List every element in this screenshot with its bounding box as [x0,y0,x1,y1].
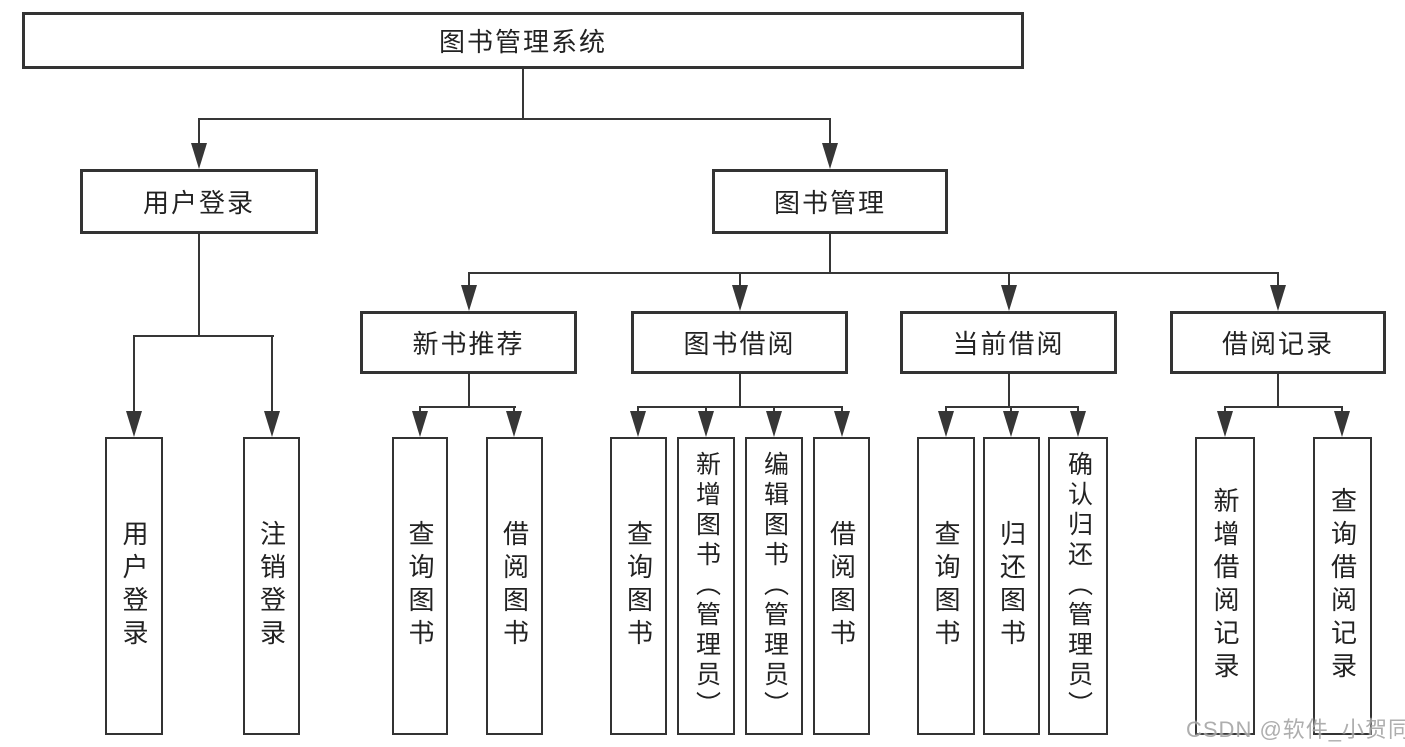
node-user-login: 用户登录 [80,169,318,234]
connector-line [705,406,707,414]
connector-line [468,374,470,408]
arrow-down-icon [461,285,477,311]
arrow-down-icon [1217,411,1233,437]
connector-line [1341,406,1343,414]
arrow-down-icon [1334,411,1350,437]
connector-line [945,406,1079,408]
connector-line [1010,406,1012,414]
connector-line [739,374,741,408]
arrow-down-icon [1003,411,1019,437]
node-book-borrowing: 图书借阅 [631,311,848,374]
connector-line [198,118,200,145]
connector-line [133,335,135,413]
connector-line [773,406,775,414]
connector-line [1224,406,1343,408]
node-borrowing-records: 借阅记录 [1170,311,1386,374]
connector-line [271,335,273,413]
leaf-query-books-borrowing: 查询图书 [610,437,667,735]
node-label: 编辑图书（管理员） [760,451,789,721]
node-label: 查询图书 [623,520,654,652]
connector-line [829,234,831,274]
node-label: 图书管理 [773,188,886,218]
connector-line [468,272,1279,274]
node-label: 新增借阅记录 [1210,487,1240,685]
connector-line [637,406,843,408]
leaf-confirm-return-admin: 确认归还（管理员） [1048,437,1108,735]
node-label: 确认归还（管理员） [1064,451,1093,721]
connector-line [739,272,741,287]
arrow-down-icon [698,411,714,437]
node-label: 新书推荐 [412,329,525,359]
connector-line [1077,406,1079,414]
connector-line [198,234,200,337]
connector-line [1008,272,1010,287]
connector-line [513,406,515,414]
arrow-down-icon [732,285,748,311]
leaf-query-books-recommend: 查询图书 [392,437,448,735]
node-label: 借阅记录 [1221,329,1334,359]
node-label: 查询图书 [931,520,961,652]
node-label: 用户登录 [142,188,255,218]
connector-line [419,406,516,408]
leaf-query-borrow-record: 查询借阅记录 [1313,437,1372,735]
leaf-add-books-admin: 新增图书（管理员） [677,437,735,735]
connector-line [945,406,947,414]
arrow-down-icon [412,411,428,437]
leaf-borrow-books: 借阅图书 [813,437,870,735]
arrow-down-icon [1270,285,1286,311]
arrow-down-icon [834,411,850,437]
connector-line [1008,374,1010,408]
node-label: 查询借阅记录 [1327,487,1358,685]
node-current-borrowing: 当前借阅 [900,311,1117,374]
leaf-edit-books-admin: 编辑图书（管理员） [745,437,803,735]
node-label: 借阅图书 [499,520,530,652]
node-label: 借阅图书 [826,520,857,652]
connector-line [1277,374,1279,408]
connector-line [1277,272,1279,287]
leaf-borrow-books-recommend: 借阅图书 [486,437,543,735]
arrow-down-icon [191,143,207,169]
node-label: 当前借阅 [952,329,1065,359]
node-label: 注销登录 [256,520,287,652]
arrow-down-icon [1070,411,1086,437]
arrow-down-icon [1001,285,1017,311]
node-label: 用户登录 [119,520,149,652]
node-label: 图书借阅 [683,329,796,359]
node-new-book-recommendation: 新书推荐 [360,311,577,374]
connector-line [522,69,524,118]
connector-line [468,272,470,287]
connector-line [133,335,274,337]
node-label: 图书管理系统 [438,27,607,57]
arrow-down-icon [126,411,142,437]
connector-line [419,406,421,414]
node-label: 新增图书（管理员） [692,451,721,721]
connector-line [829,118,831,145]
connector-line [1224,406,1226,414]
leaf-user-login: 用户登录 [105,437,163,735]
watermark: CSDN @软件_小贺同学 [1186,717,1405,742]
connector-line [198,118,831,120]
arrow-down-icon [766,411,782,437]
arrow-down-icon [822,143,838,169]
leaf-add-borrow-record: 新增借阅记录 [1195,437,1255,735]
leaf-return-books: 归还图书 [983,437,1040,735]
leaf-query-books-current: 查询图书 [917,437,975,735]
connector-line [841,406,843,414]
node-book-management: 图书管理 [712,169,948,234]
arrow-down-icon [630,411,646,437]
arrow-down-icon [264,411,280,437]
arrow-down-icon [938,411,954,437]
connector-line [637,406,639,414]
node-label: 查询图书 [405,520,435,652]
node-label: 归还图书 [996,520,1027,652]
leaf-logout: 注销登录 [243,437,300,735]
arrow-down-icon [506,411,522,437]
node-library-management-system: 图书管理系统 [22,12,1024,69]
